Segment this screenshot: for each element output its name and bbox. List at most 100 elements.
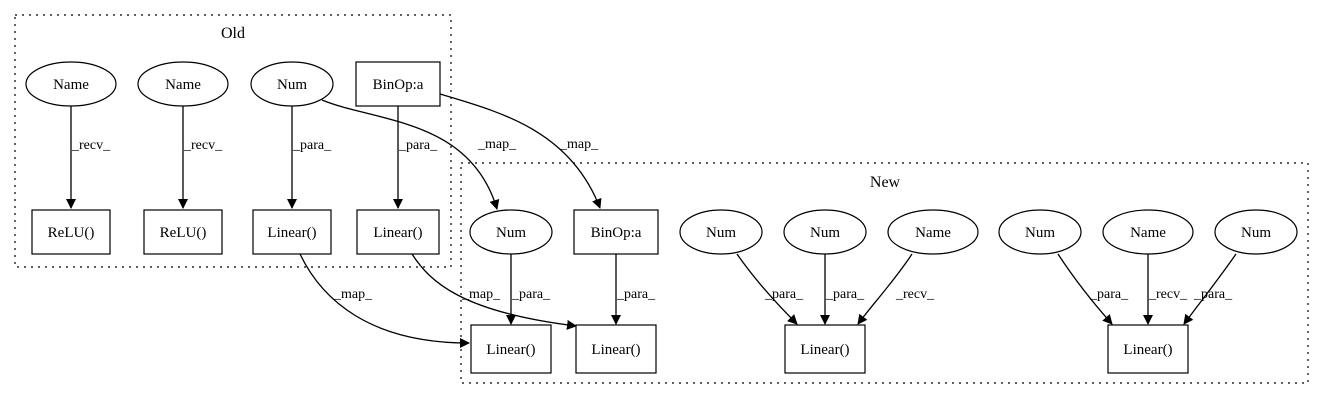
edge-line [411,253,577,330]
edge-old_num-to-new_num1: _map_ [321,99,517,210]
node-new_num2: Num [679,209,763,255]
node-shape-box [356,209,440,255]
node-new_num1: Num [469,209,553,255]
edge-label: _para_ [825,287,865,302]
edge-label: _para_ [292,138,332,153]
node-shape-ellipse [1102,209,1194,255]
node-new_linear1: Linear() [470,324,552,374]
node-new_num3: Num [783,209,867,255]
edge-new_name2-to-new_linear4: _recv_ [1143,254,1188,325]
node-shape-box [573,209,659,255]
node-label: Name [53,77,89,93]
node-label: Num [1241,225,1271,241]
cluster-new-border [460,162,1309,384]
edge-line [321,99,500,210]
node-shape-ellipse [250,61,334,107]
cluster-old-border [14,14,452,268]
node-new_num4: Num [998,209,1082,255]
edge-label: _map_ [477,137,517,152]
node-shape-box [575,324,657,374]
node-new_linear2: Linear() [575,324,657,374]
node-label: Num [706,225,736,241]
edge-old_name2-to-old_relu2: _recv_ [178,106,223,209]
edge-old_num-to-old_linear1: _para_ [287,106,332,209]
node-shape-ellipse [25,61,117,107]
edge-old_name1-to-old_relu1: _recv_ [66,106,111,209]
edge-label: _recv_ [895,287,935,302]
edge-label: _recv_ [71,138,111,153]
cluster-old: Old [14,14,452,268]
node-shape-ellipse [137,61,229,107]
edge-old_linear2-to-new_linear2: _map_ [411,253,577,330]
edge-old_binop-to-new_binop: _map_ [439,93,602,209]
node-label: Num [496,225,526,241]
node-shape-ellipse [887,209,979,255]
node-shape-box [784,324,866,374]
node-label: Linear() [486,342,535,358]
edge-line [439,93,602,209]
node-new_linear3: Linear() [784,324,866,374]
node-label: Linear() [1123,342,1172,358]
node-label: Linear() [267,225,316,241]
node-old_relu2: ReLU() [143,209,223,255]
node-shape-ellipse [783,209,867,255]
cluster-old-title: Old [221,25,245,42]
edge-new_num5-to-new_linear4: _para_ [1183,253,1237,325]
node-old_name2: Name [137,61,229,107]
edge-label: _recv_ [1148,287,1188,302]
node-label: ReLU() [48,225,95,241]
node-label: Linear() [591,342,640,358]
node-shape-box [1107,324,1189,374]
edge-label: _para_ [1193,287,1233,302]
edge-new_num1-to-new_linear1: _para_ [506,254,551,325]
edge-new_num4-to-new_linear4: _para_ [1057,253,1129,325]
node-shape-box [31,209,111,255]
edge-label: _map_ [461,287,501,302]
node-label: Linear() [373,225,422,241]
edge-new_name1-to-new_linear3: _recv_ [857,253,935,325]
edge-label: _map_ [559,137,599,152]
edge-label: _para_ [764,287,804,302]
edge-line [1183,253,1237,325]
node-shape-ellipse [998,209,1082,255]
node-new_name1: Name [887,209,979,255]
node-new_linear4: Linear() [1107,324,1189,374]
node-label: BinOp:a [591,225,642,241]
node-label: Name [165,77,201,93]
edge-line [299,253,470,348]
node-label: Num [810,225,840,241]
node-label: Linear() [800,342,849,358]
edge-line [857,253,913,325]
node-shape-box [470,324,552,374]
node-new_name2: Name [1102,209,1194,255]
node-shape-ellipse [1214,209,1298,255]
edge-label: _map_ [333,287,373,302]
node-old_relu1: ReLU() [31,209,111,255]
node-label: Name [915,225,951,241]
edge-old_binop-to-old_linear2: _para_ [393,106,438,209]
edge-label: _para_ [1089,287,1129,302]
edge-label: _para_ [616,287,656,302]
node-new_binop: BinOp:a [573,209,659,255]
node-shape-ellipse [679,209,763,255]
node-new_num5: Num [1214,209,1298,255]
cluster-new-title: New [870,174,901,191]
node-old_binop: BinOp:a [355,61,441,107]
node-shape-box [355,61,441,107]
node-old_linear2: Linear() [356,209,440,255]
node-shape-box [143,209,223,255]
node-old_linear1: Linear() [252,209,332,255]
node-label: ReLU() [160,225,207,241]
edge-layer: _recv_ _recv_ _para_ _para_ _map_ _map_ _map_ _… [66,93,1237,348]
edge-line [1057,253,1113,325]
node-shape-box [252,209,332,255]
edge-label: _para_ [398,138,438,153]
cluster-new: New [460,162,1309,384]
edge-new_num3-to-new_linear3: _para_ [820,254,865,325]
edge-new_num2-to-new_linear3: _para_ [736,253,804,325]
edge-new_binop-to-new_linear2: _para_ [611,254,656,325]
node-label: Name [1130,225,1166,241]
node-shape-ellipse [469,209,553,255]
